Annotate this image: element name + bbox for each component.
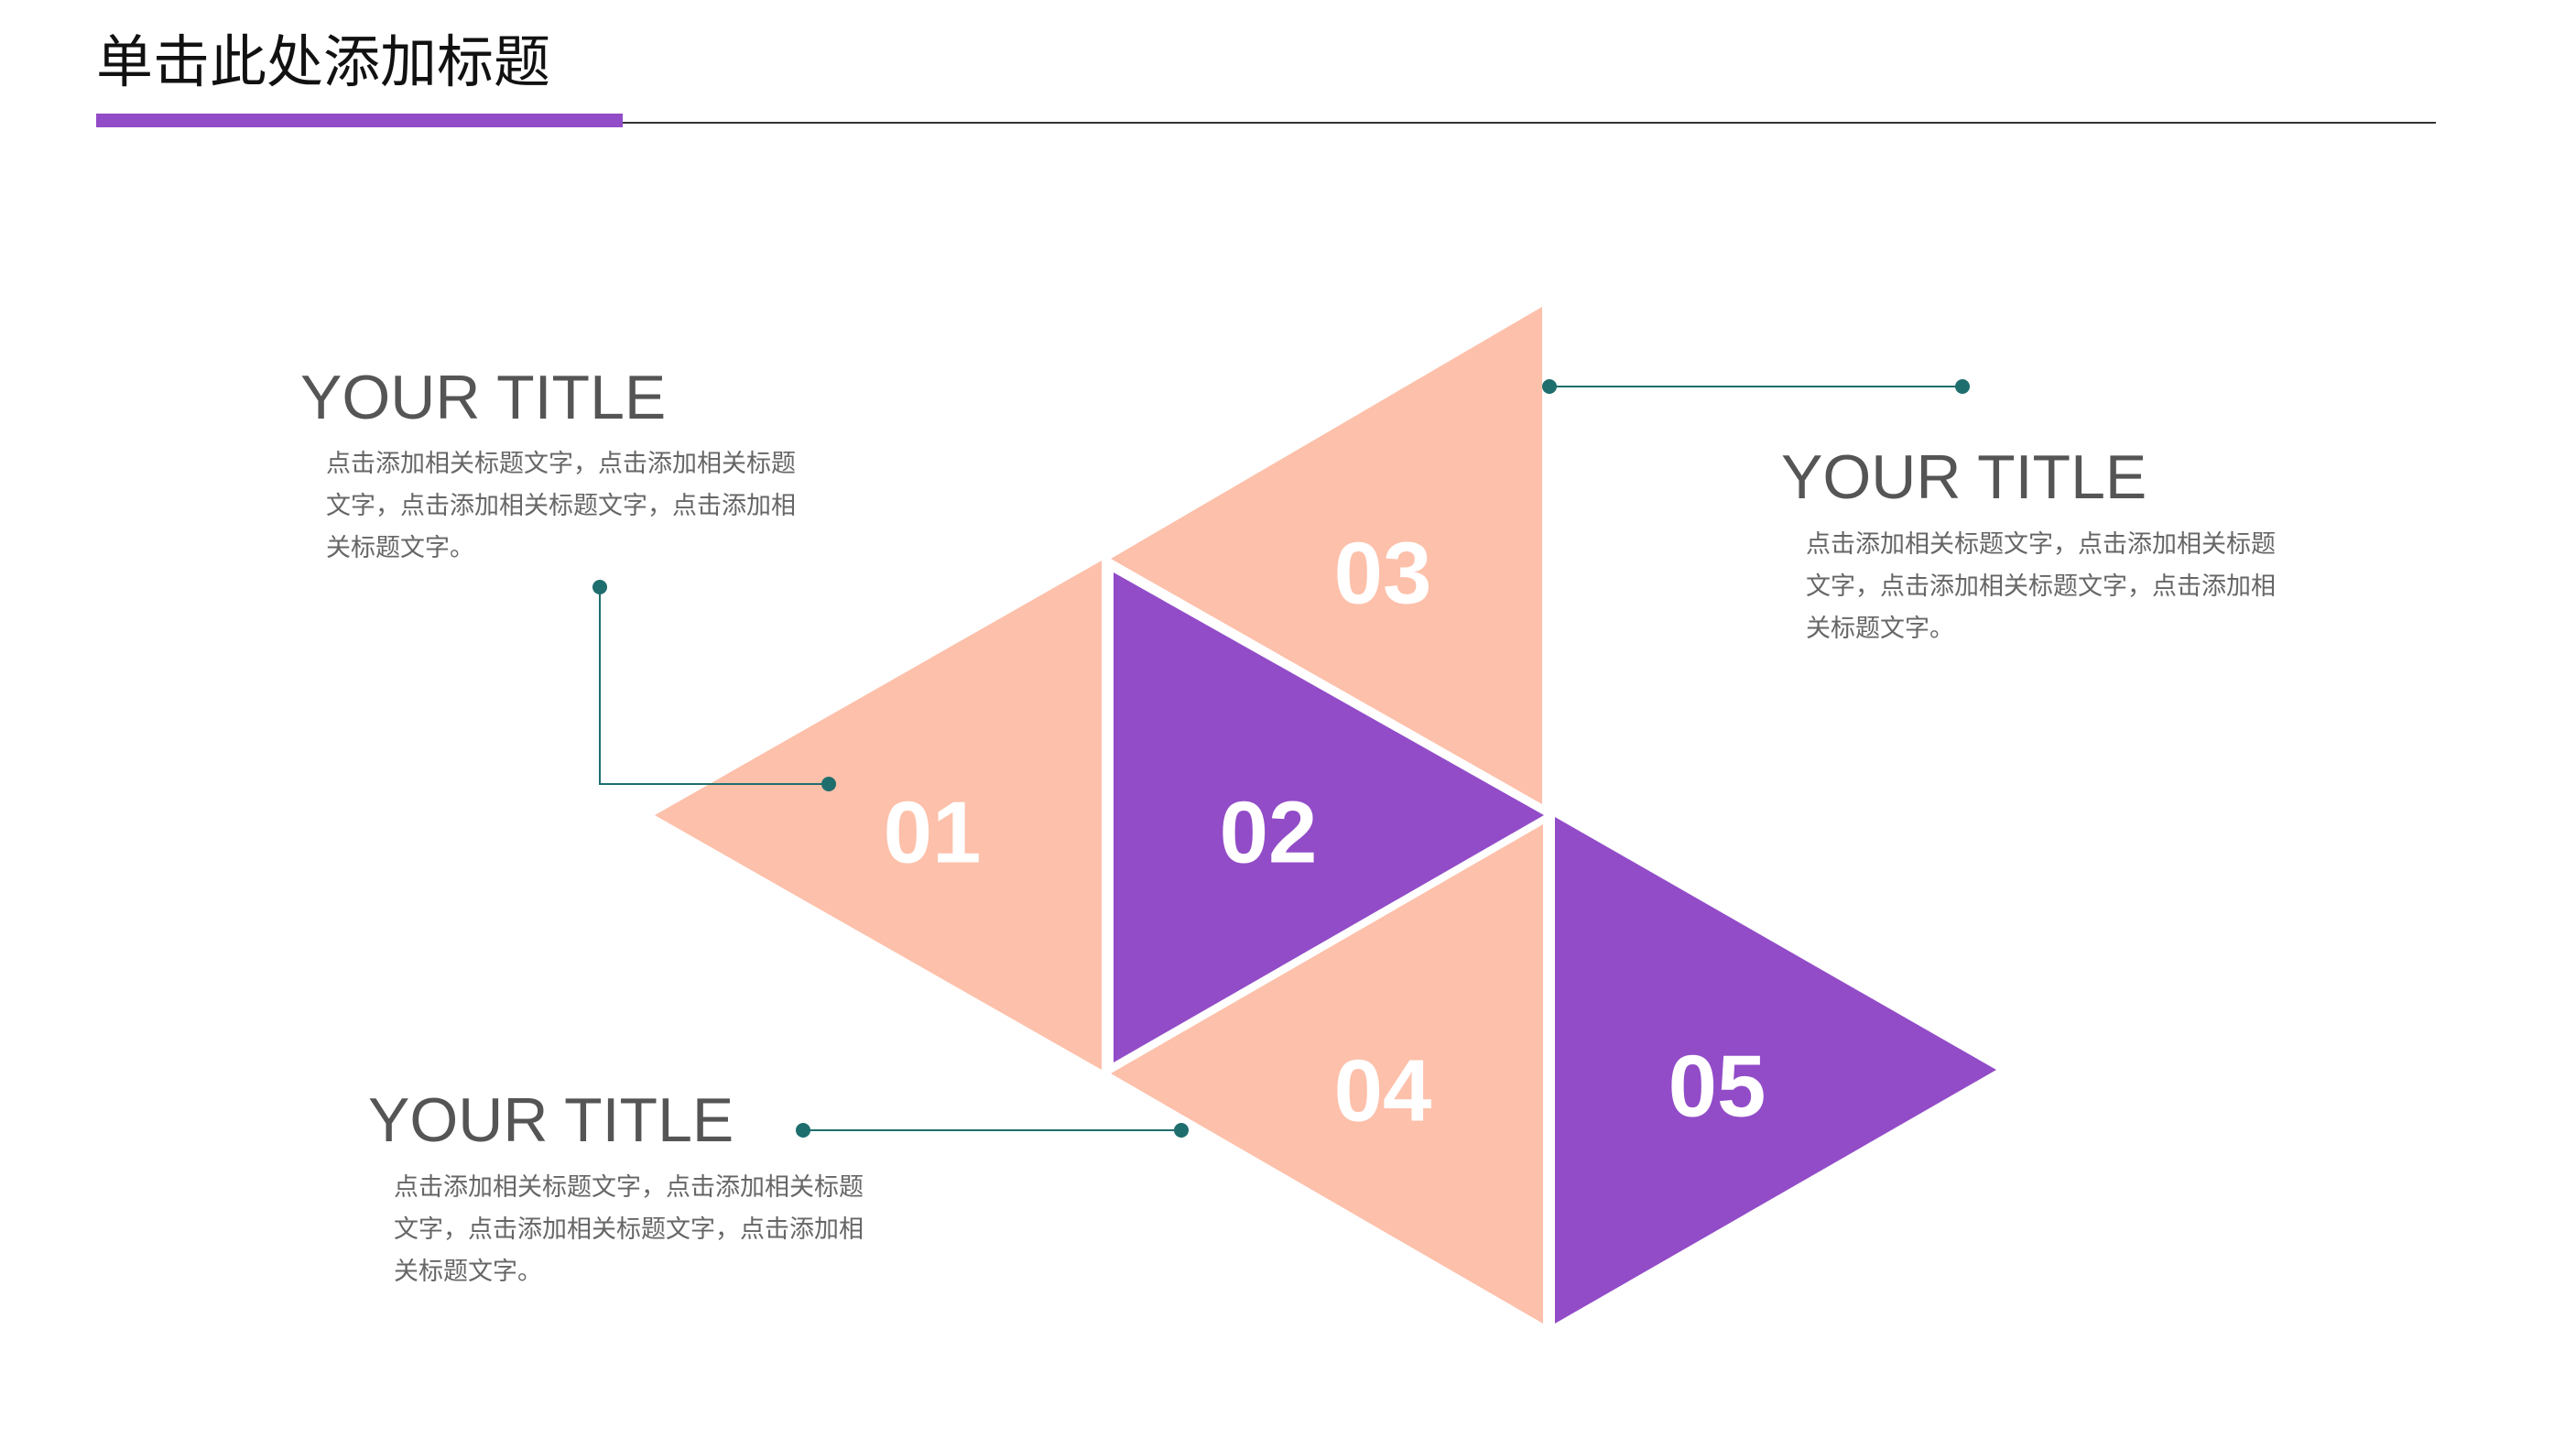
page-title: 单击此处添加标题 xyxy=(96,28,551,95)
triangle-03[interactable] xyxy=(1111,307,1542,804)
triangle-01[interactable] xyxy=(655,561,1102,1070)
block-2-title: YOUR TITLE xyxy=(1781,442,2147,512)
triangle-02[interactable] xyxy=(1114,572,1544,1062)
triangle-04-number: 04 xyxy=(1334,1041,1432,1139)
title-accent-bar xyxy=(96,114,623,127)
triangle-04[interactable] xyxy=(1111,824,1543,1324)
connector-block-3 xyxy=(796,1123,1189,1138)
triangle-05[interactable] xyxy=(1555,817,1996,1324)
triangle-01-number: 01 xyxy=(884,783,982,881)
block-1-title: YOUR TITLE xyxy=(300,363,667,432)
triangle-03-number: 03 xyxy=(1334,524,1432,622)
triangle-02-number: 02 xyxy=(1220,783,1318,881)
block-2-description: 点击添加相关标题文字，点击添加相关标题文字，点击添加相关标题文字，点击添加相关标… xyxy=(1806,530,2276,643)
block-1-description: 点击添加相关标题文字，点击添加相关标题文字，点击添加相关标题文字，点击添加相关标… xyxy=(326,450,796,562)
block-3-description: 点击添加相关标题文字，点击添加相关标题文字，点击添加相关标题文字，点击添加相关标… xyxy=(394,1173,864,1286)
connector-block-2 xyxy=(1542,379,1970,394)
triangle-05-number: 05 xyxy=(1668,1037,1766,1135)
connector-block-1 xyxy=(592,580,836,791)
title-rule-line xyxy=(623,122,2436,124)
block-3-title: YOUR TITLE xyxy=(368,1085,734,1155)
